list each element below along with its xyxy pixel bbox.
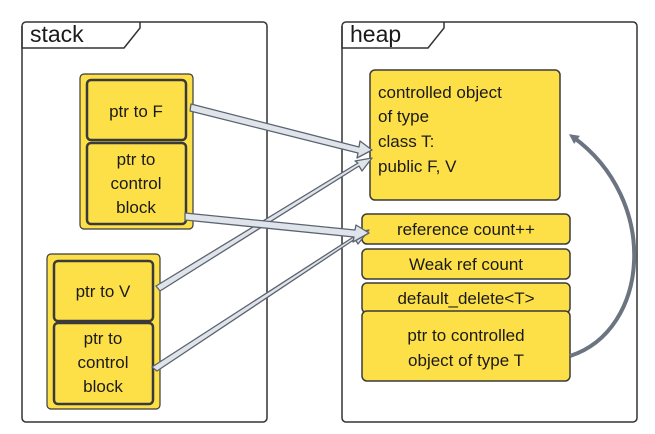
v-ctrl-ptr-line-1: ptr to — [84, 329, 123, 348]
f-ctrl-ptr-box — [85, 141, 188, 226]
weak-count-label: Weak ref count — [409, 255, 523, 274]
pointer-arrows — [151, 103, 373, 372]
ref-count-label: reference count++ — [397, 220, 535, 239]
ptr-to-object-line-2: object of type T — [408, 351, 524, 370]
arrow-f-ctrl-to-block — [184, 212, 370, 243]
ptr-to-f-box — [85, 78, 188, 142]
weak-count-box — [361, 248, 571, 280]
deleter-label: default_delete<T> — [397, 289, 534, 308]
v-ctrl-ptr-line-3: block — [83, 377, 123, 396]
v-ctrl-ptr-box — [52, 321, 155, 406]
ptr-to-v-label: ptr to V — [76, 282, 131, 301]
f-ctrl-ptr-line-3: block — [116, 198, 156, 217]
v-ctrl-ptr-line-2: control — [77, 353, 128, 372]
ptr-to-f-label: ptr to F — [109, 102, 163, 121]
controlled-object-line-3: class T: — [378, 132, 434, 151]
arrow-f-to-object — [189, 103, 373, 159]
f-ctrl-ptr-line-1: ptr to — [117, 150, 156, 169]
controlled-object-line-1: controlled object — [378, 83, 502, 102]
control-block: reference count++ Weak ref count default… — [361, 213, 571, 382]
shared-ptr-f: ptr to F ptr to control block — [79, 73, 194, 230]
controlled-object-line-4: public F, V — [378, 157, 457, 176]
ptr-to-object-line-1: ptr to controlled — [407, 326, 524, 345]
ptr-to-v-box — [52, 259, 155, 323]
f-ctrl-ptr-line-2: control — [110, 174, 161, 193]
stack-title: stack — [30, 21, 84, 47]
shared-ptr-v: ptr to V ptr to control block — [46, 253, 161, 410]
ptr-to-object-box — [361, 310, 571, 382]
controlled-object: controlled object of type class T: publi… — [369, 69, 561, 201]
controlled-object-line-2: of type — [378, 107, 429, 126]
heap-title: heap — [350, 21, 401, 47]
curved-arrow-ptr-to-object — [568, 134, 637, 358]
